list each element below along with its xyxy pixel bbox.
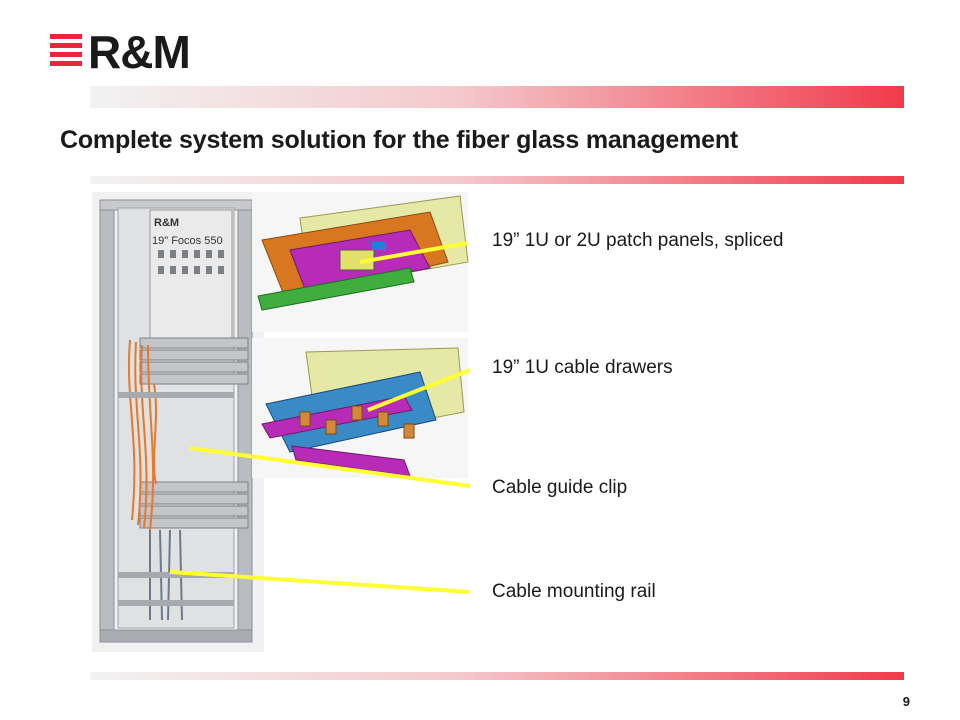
callout-label-guide-clip: Cable guide clip (492, 477, 628, 498)
header-band (90, 86, 904, 108)
callout-line-patch-panels (359, 241, 469, 264)
page-number: 9 (902, 694, 910, 709)
footer-band (90, 672, 904, 680)
logo-text: R&M (88, 26, 191, 78)
rack-patch-units (139, 337, 249, 529)
rack-brand-plate: R&M (154, 217, 179, 229)
callout-line-cable-drawers (367, 368, 471, 412)
slide-title: Complete system solution for the fiber g… (60, 126, 739, 154)
title-divider (90, 176, 904, 184)
rack-model-plate: 19" Focos 550 (152, 235, 223, 247)
callout-label-cable-drawers: 19” 1U cable drawers (492, 357, 673, 378)
callout-lines (169, 241, 471, 594)
fiber-cables (127, 339, 157, 531)
patch-panel-drawing (257, 195, 469, 311)
callout-label-mounting-rail: Cable mounting rail (492, 581, 656, 602)
rack-cabinet (99, 199, 253, 643)
callout-line-guide-clip (189, 446, 471, 488)
callout-label-patch-panels: 19” 1U or 2U patch panels, spliced (492, 230, 784, 251)
logo-stripes-icon (50, 32, 82, 72)
callout-line-mounting-rail (169, 570, 471, 594)
